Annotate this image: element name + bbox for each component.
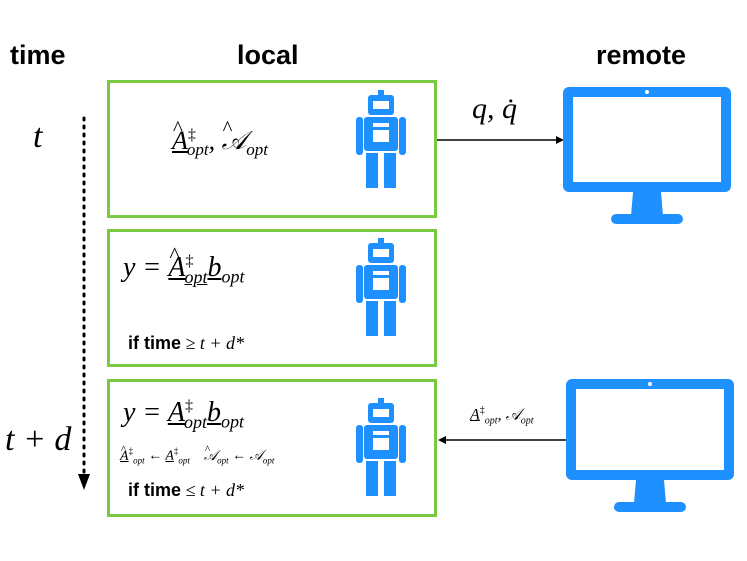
header-local: local (237, 40, 299, 70)
box3-update-line: A‡opt ← A‡opt 𝒜opt ← 𝒜opt (120, 444, 274, 466)
monitor-icon (566, 379, 734, 512)
arrow-from-remote-head (438, 436, 446, 444)
monitor-icon (563, 87, 731, 224)
robot-icon (356, 238, 406, 336)
box2-condition: if time ≥ t + d* (128, 333, 245, 353)
arrow-label-q: q, q̇ (472, 92, 517, 125)
box2-formula: y = A‡optbopt (123, 242, 244, 288)
box3-formula: y = A‡optbopt (123, 397, 244, 432)
header-remote: remote (596, 40, 687, 70)
time-label-t-plus-d: t + d (5, 421, 72, 458)
time-label-t: t (33, 118, 43, 155)
timeline-arrowhead (78, 474, 90, 490)
arrow-to-remote-head (556, 136, 564, 144)
step-box-2 (107, 229, 437, 367)
robot-icon (356, 90, 406, 188)
step-box-3 (107, 379, 437, 517)
arrow-label-A-calA: A‡opt, 𝒜opt (470, 405, 534, 427)
box1-formula: A‡opt, 𝒜opt (172, 117, 268, 160)
box3-condition: if time ≤ t + d* (128, 480, 245, 500)
robot-icon (356, 398, 406, 496)
header-time: time (10, 40, 66, 70)
step-box-1 (107, 80, 437, 218)
